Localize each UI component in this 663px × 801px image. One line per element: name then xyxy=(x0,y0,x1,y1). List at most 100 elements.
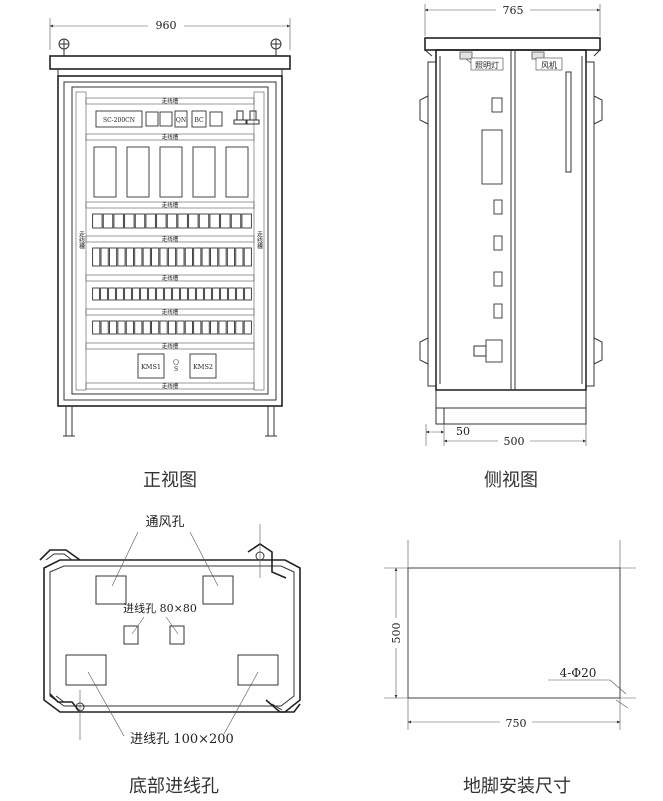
terminal-block xyxy=(244,287,252,301)
svg-text:走线槽: 走线槽 xyxy=(162,308,179,316)
terminal-block xyxy=(167,320,177,335)
corner-bracket xyxy=(247,524,287,579)
front-view: 960 走线槽 走线槽 走线槽 走线槽 走线槽 走线槽 走线槽 xyxy=(49,16,291,437)
hinge-icon xyxy=(593,95,603,125)
terminal-block xyxy=(125,320,134,335)
inlet-large-label: 进线孔 100×200 xyxy=(130,732,234,747)
wiring-trough: 走线槽 xyxy=(85,235,255,243)
hinge-icon xyxy=(419,95,429,125)
terminal-block xyxy=(92,213,103,229)
controller-box xyxy=(95,110,143,128)
terminal-block xyxy=(124,213,135,229)
terminal-block xyxy=(235,320,244,335)
vent-hole xyxy=(202,575,234,605)
terminal-block xyxy=(226,247,236,267)
terminal-block xyxy=(220,287,228,301)
terminal-block xyxy=(188,287,196,301)
foot-hole-label: 4-Φ20 xyxy=(560,666,597,680)
terminal-block xyxy=(210,320,219,335)
terminal-block xyxy=(125,247,134,267)
terminal-block xyxy=(228,287,236,301)
terminal-block xyxy=(210,247,219,267)
side-trough-label-left: 走线槽 xyxy=(78,230,85,250)
terminal-block xyxy=(201,320,210,335)
terminal-block xyxy=(230,213,242,229)
wiring-trough: 走线槽 xyxy=(85,97,255,105)
terminal-block xyxy=(140,287,148,301)
terminal-block xyxy=(172,287,180,301)
terminal-block xyxy=(184,320,193,335)
terminal-block xyxy=(226,320,236,335)
qn-switch xyxy=(174,110,188,128)
terminal-block xyxy=(100,320,109,335)
side-dim-50: 50 xyxy=(456,425,470,438)
terminal-block xyxy=(148,287,156,301)
terminal-block xyxy=(159,320,168,335)
terminal-rows xyxy=(92,213,252,335)
terminal-block xyxy=(204,287,212,301)
terminal-block xyxy=(201,247,210,267)
lamp-icon xyxy=(459,51,473,60)
kms1-box xyxy=(137,353,165,379)
side-dim-500: 500 xyxy=(504,435,525,448)
terminal-block xyxy=(117,320,126,335)
terminal-block xyxy=(176,247,185,267)
terminal-block xyxy=(142,247,151,267)
svg-text:走线槽: 走线槽 xyxy=(162,342,179,350)
terminal-block xyxy=(209,213,220,229)
wiring-trough: 走线槽 xyxy=(85,308,255,316)
terminal-block xyxy=(193,247,202,267)
side-view-caption: 侧视图 xyxy=(484,470,538,491)
bc-box xyxy=(191,110,207,128)
foot-mounting-view: 500 750 4-Φ20 xyxy=(384,540,636,730)
bc-label: BC xyxy=(194,117,204,124)
terminal-block xyxy=(108,287,116,301)
bottom-view-caption: 底部进线孔 xyxy=(129,776,219,797)
corner-bracket xyxy=(49,690,85,740)
terminal-block xyxy=(180,287,188,301)
terminal-block xyxy=(134,213,146,229)
component-blocks xyxy=(473,97,503,363)
terminal-block xyxy=(108,320,118,335)
terminal-block xyxy=(100,287,108,301)
corner-bracket xyxy=(265,699,301,713)
svg-text:走线槽: 走线槽 xyxy=(162,274,179,282)
lamp-label: 照明灯 xyxy=(475,60,499,70)
hinge-icon xyxy=(419,337,429,365)
front-view-caption: 正视图 xyxy=(143,470,197,491)
terminal-block xyxy=(92,287,100,301)
inlet-hole-small xyxy=(123,625,139,645)
kms2-label: KMS2 xyxy=(193,363,213,371)
terminal-block xyxy=(116,287,124,301)
foot-view-caption: 地脚安装尺寸 xyxy=(463,776,571,797)
hinge-icon xyxy=(593,337,603,365)
wiring-trough: 走线槽 xyxy=(85,201,255,209)
corner-bracket xyxy=(39,549,81,561)
front-width-dimension: 960 xyxy=(156,19,177,32)
foot-dim-750: 750 xyxy=(506,717,527,730)
terminal-block xyxy=(151,247,160,267)
svg-text:走线槽: 走线槽 xyxy=(162,235,179,243)
terminal-block xyxy=(218,320,227,335)
terminal-block xyxy=(156,213,167,229)
terminal-block xyxy=(92,247,101,267)
terminal-post-icon xyxy=(246,110,260,125)
terminal-block xyxy=(166,213,178,229)
side-roof xyxy=(424,37,601,51)
controller-label: SC-200CN xyxy=(103,117,135,124)
cabinet-leg xyxy=(265,406,277,437)
terminal-block xyxy=(159,247,168,267)
side-trough-label-right: 走线槽 xyxy=(256,230,263,250)
terminal-block xyxy=(100,247,109,267)
inlet-hole-small xyxy=(169,625,185,645)
terminal-block xyxy=(113,213,124,229)
terminal-block xyxy=(184,247,193,267)
terminal-block xyxy=(177,213,188,229)
svg-text:走线槽: 走线槽 xyxy=(162,133,179,141)
side-base xyxy=(435,389,587,425)
qn-label: QN xyxy=(176,117,186,124)
cabinet-leg xyxy=(63,406,75,437)
terminal-block xyxy=(142,320,151,335)
vent-label: 通风孔 xyxy=(145,515,184,530)
